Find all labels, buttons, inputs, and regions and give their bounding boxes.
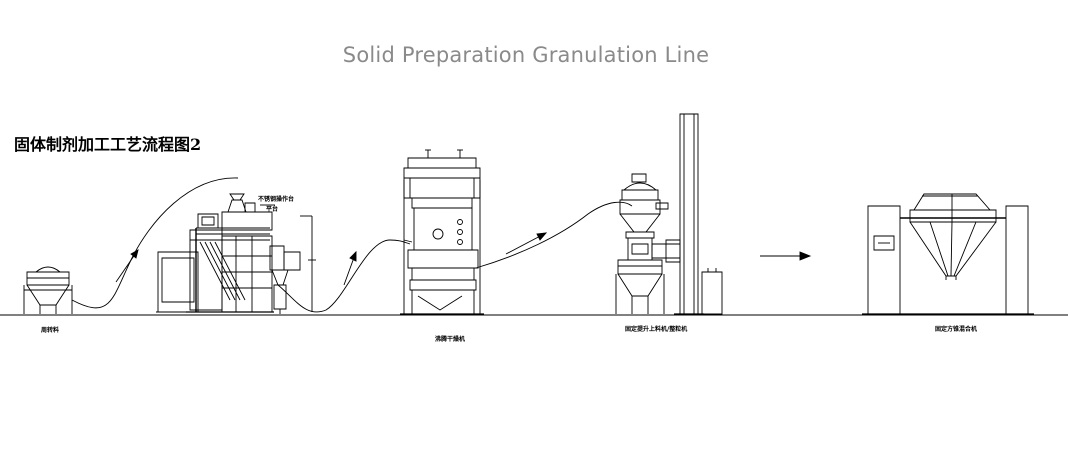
label-wet-granulator-callout: 不锈钢操作台 — [258, 196, 295, 203]
label-square-cone-mixer: 固定方锥混合机 — [935, 326, 978, 333]
label-transfer-bin: 周转料 — [41, 327, 60, 334]
label-fluid-bed-dryer: 沸腾干燥机 — [435, 336, 466, 343]
square-cone-mixer — [862, 194, 1034, 314]
transfer-bin — [24, 267, 72, 314]
label-lifting-mill: 固定提升上料机/整粒机 — [625, 326, 688, 333]
flow-path-3 — [476, 202, 632, 268]
diagram-title: 固体制剂加工工艺流程图2 — [14, 135, 202, 154]
flow-path-2 — [278, 240, 410, 312]
fluid-bed-dryer — [400, 150, 484, 314]
wet-granulator — [156, 194, 316, 314]
flow-arrow-4 — [760, 252, 810, 260]
lifting-mill — [616, 114, 722, 314]
label-wet-granulator-callout-2: 平台 — [266, 206, 279, 213]
page-title: Solid Preparation Granulation Line — [342, 43, 710, 67]
flow-path-1 — [72, 178, 238, 308]
